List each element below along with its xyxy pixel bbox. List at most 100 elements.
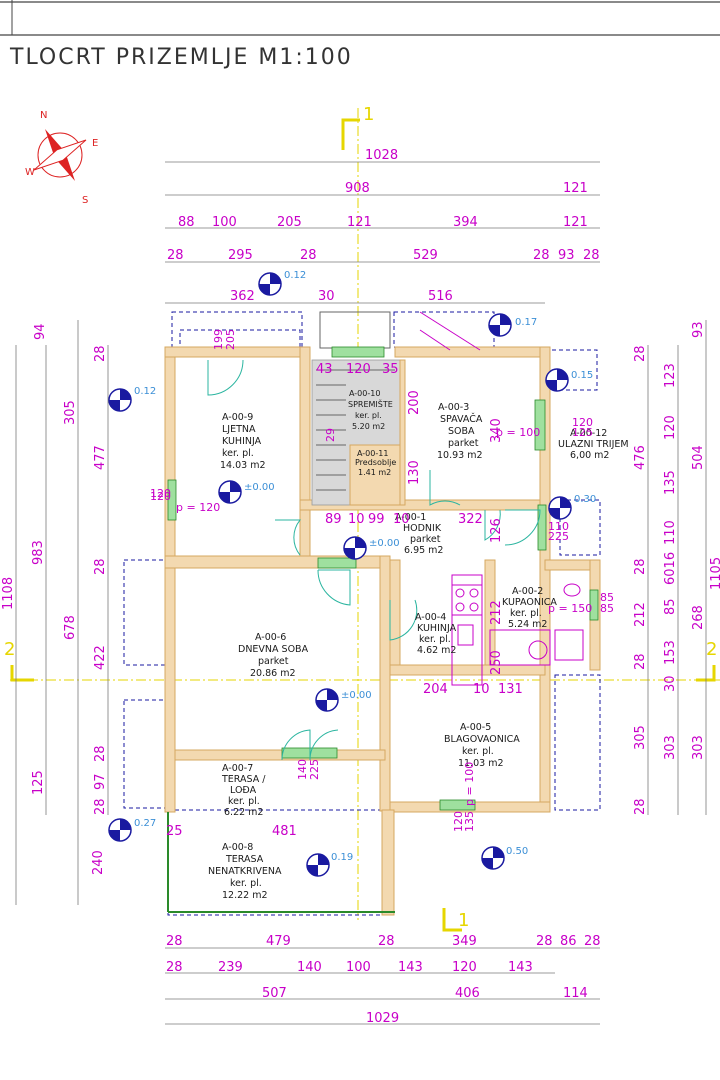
- room-kupaonica: A-00-2 KUPAONICA ker. pl. 5.24 m2: [502, 586, 557, 630]
- dim-top: 30: [318, 289, 335, 304]
- dim-inner: 89: [325, 512, 342, 527]
- dim-bottom: 349: [452, 934, 477, 949]
- room-floor: ker. pl.: [222, 448, 254, 459]
- dim-inner: 140: [296, 759, 309, 780]
- level-value: ±0.00: [341, 690, 372, 701]
- kitchen-fixtures: [451, 574, 584, 686]
- dim-bottom: 479: [266, 934, 291, 949]
- dim-right: 268: [691, 605, 706, 630]
- dim-inner: 110: [548, 520, 569, 533]
- top-dimensions: 1028 908 121 88 100 205 121 394 121 28 2…: [165, 148, 600, 304]
- dim-inner: 29: [324, 428, 337, 442]
- level-marker-icon: ±0.00: [315, 688, 372, 712]
- room-predsoblje: A-00-11 Predsoblje 1.41 m2: [355, 449, 396, 477]
- room-area: 12.22 m2: [222, 890, 268, 901]
- dim-inner: 205: [224, 329, 237, 350]
- interior-dimensions: 199 205 43 120 35 200 29 340 130 120 125…: [150, 329, 614, 839]
- dim-right: 6016: [663, 552, 678, 585]
- dim-right: 28: [633, 798, 648, 815]
- dim-inner: p = 150: [548, 602, 592, 615]
- dim-left: 240: [91, 850, 106, 875]
- dim-right: 153: [663, 640, 678, 665]
- dim-top: 362: [230, 289, 255, 304]
- dim-top: 28: [300, 248, 317, 263]
- compass-s: S: [82, 195, 88, 206]
- dim-bottom: 28: [536, 934, 553, 949]
- level-marker-icon: 0.15: [545, 368, 593, 392]
- room-area: 11.03 m2: [458, 758, 504, 769]
- section-line-1: 1 1: [341, 104, 469, 932]
- dim-inner: 120: [452, 811, 465, 832]
- dim-right: 110: [663, 520, 678, 545]
- dim-right: 504: [691, 445, 706, 470]
- dim-inner: 340: [489, 418, 504, 443]
- dim-right: 135: [663, 470, 678, 495]
- dim-top: 28: [533, 248, 550, 263]
- room-ljetna-kuhinja: A-00-9 LJETNA KUHINJA ker. pl. 14.03 m2: [220, 412, 266, 471]
- level-markers: 0.12 0.17 0.12 0.15 ±0.00 ±0.00: [108, 270, 596, 877]
- dim-inner: 10: [473, 682, 490, 697]
- room-floor: parket: [410, 534, 441, 545]
- dim-right: 303: [691, 735, 706, 760]
- bottom-dimensions: 28 479 28 349 28 86 28 28 239 140 100 14…: [165, 934, 601, 1026]
- level-value: 0.27: [134, 818, 156, 829]
- dim-right: 305: [633, 725, 648, 750]
- dim-inner: 212: [489, 600, 504, 625]
- section-mark-left: 2: [4, 639, 15, 660]
- dim-top: 121: [347, 215, 372, 230]
- dim-top: 516: [428, 289, 453, 304]
- dim-left: 28: [93, 558, 108, 575]
- room-area: 14.03 m2: [220, 460, 266, 471]
- level-marker-icon: ±0.00: [343, 536, 400, 560]
- dim-inner: 200: [407, 390, 422, 415]
- level-marker-icon: 0.12: [258, 270, 306, 296]
- room-hodnik: A-00-1 HODNIK parket 6.95 m2: [395, 512, 443, 556]
- dim-right: 212: [633, 602, 648, 627]
- level-marker-icon: 0.17: [488, 313, 537, 337]
- dim-top: 121: [563, 215, 588, 230]
- dim-left: 1108: [1, 577, 16, 610]
- room-name: LOĐA: [230, 785, 257, 796]
- room-id: A-00-12: [570, 428, 607, 439]
- room-name: TERASA: [225, 854, 264, 865]
- room-name: TERASA /: [221, 774, 266, 785]
- level-marker-icon: 0.27: [108, 818, 156, 842]
- room-name: DNEVNA SOBA: [238, 644, 309, 655]
- dim-left: 477: [93, 445, 108, 470]
- dim-top: 28: [583, 248, 600, 263]
- level-value: 0.12: [284, 270, 306, 281]
- room-terasa-lodja: A-00-7 TERASA / LOĐA ker. pl. 6.22 m2: [221, 763, 266, 818]
- dim-bottom: 239: [218, 960, 243, 975]
- dim-bottom: 120: [452, 960, 477, 975]
- plan-title: TLOCRT PRIZEMLJE M1:100: [9, 45, 353, 70]
- dim-bottom: 1029: [366, 1011, 399, 1026]
- left-dimensions: 1108 983 125 94 305 678 240 28 477 28 42…: [1, 320, 109, 905]
- dim-bottom: 143: [398, 960, 423, 975]
- room-floor: ker. pl.: [228, 796, 260, 807]
- level-marker-icon: 0.12: [108, 386, 156, 412]
- dim-bottom: 86: [560, 934, 577, 949]
- dim-top: 394: [453, 215, 478, 230]
- dim-inner: 199: [212, 329, 225, 350]
- room-id: A-00-6: [255, 632, 286, 643]
- dim-inner: 35: [382, 362, 399, 377]
- dim-bottom: 28: [378, 934, 395, 949]
- level-value: 0.12: [134, 386, 156, 397]
- room-floor: ker. pl.: [355, 411, 382, 420]
- compass-n: N: [40, 110, 47, 121]
- dim-left: 97: [93, 773, 108, 790]
- room-id: A-00-3: [438, 402, 469, 413]
- dim-right: 93: [691, 321, 706, 338]
- level-value: 0.30: [574, 494, 596, 505]
- dim-inner: 225: [308, 759, 321, 780]
- dim-inner: 120: [572, 416, 593, 429]
- section-mark-top: 1: [363, 104, 374, 125]
- dim-inner: 120: [346, 362, 371, 377]
- compass-rose-icon: N E S W: [25, 110, 98, 206]
- room-name: Predsoblje: [355, 458, 396, 467]
- dim-bottom: 406: [455, 986, 480, 1001]
- dim-inner: 99: [368, 512, 385, 527]
- dim-bottom: 140: [297, 960, 322, 975]
- dim-inner: 85: [600, 602, 614, 615]
